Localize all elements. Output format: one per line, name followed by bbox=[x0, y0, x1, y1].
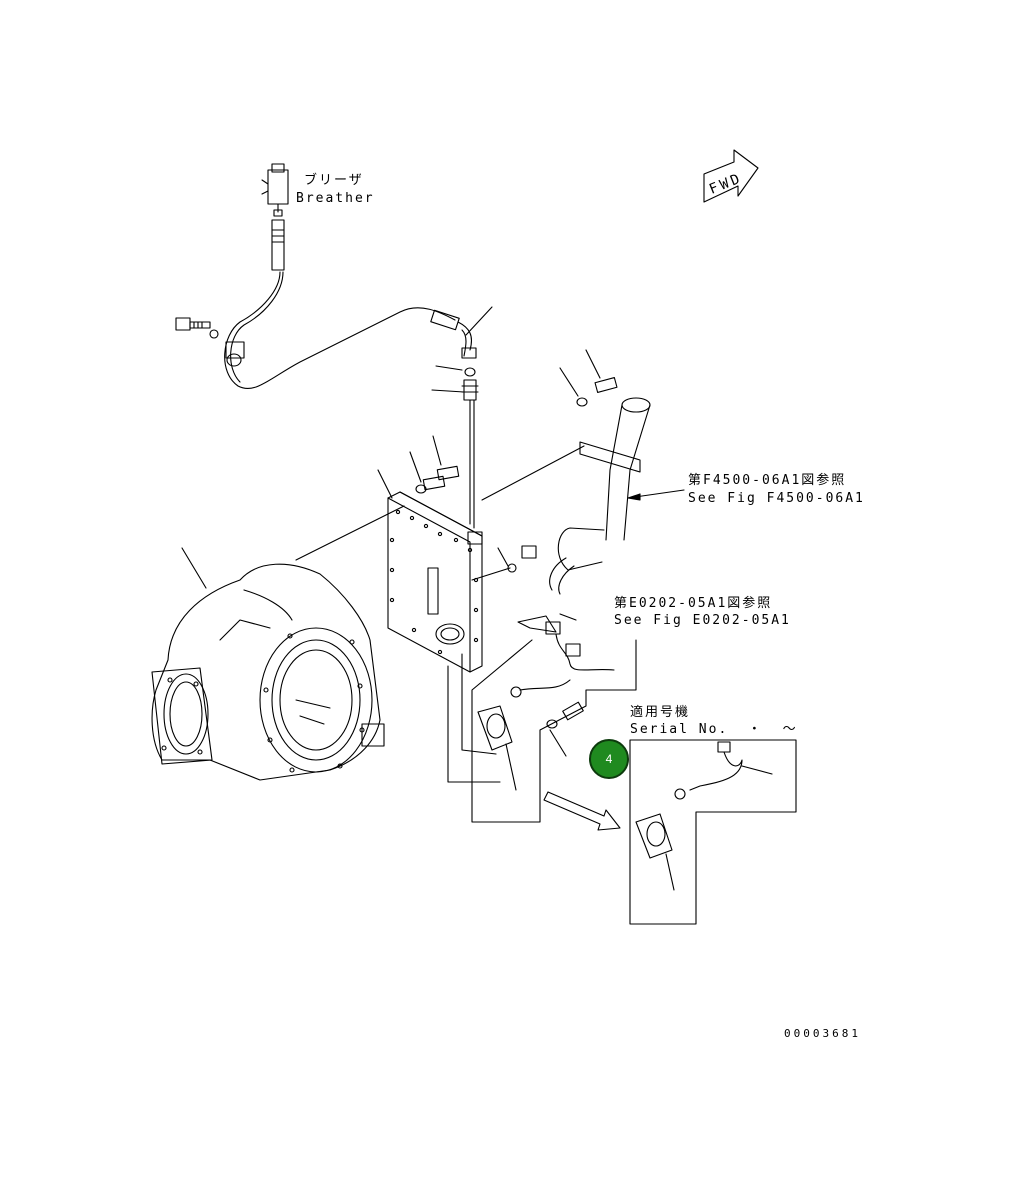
filler-tube-icon bbox=[482, 398, 650, 594]
breather-label-en: Breather bbox=[296, 191, 375, 206]
ref-e0202-jp: 第E0202-05A1図参照 bbox=[614, 596, 773, 611]
bolt-icon bbox=[560, 350, 617, 406]
bolt-icon bbox=[547, 702, 583, 756]
plug-icon bbox=[498, 546, 536, 572]
sensor-wire-icon bbox=[511, 614, 614, 697]
cover-plate-icon bbox=[378, 470, 482, 672]
breather-fitting-icon bbox=[272, 220, 284, 270]
o-ring-icon bbox=[465, 368, 475, 376]
ref-f4500-en: See Fig F4500-06A1 bbox=[688, 491, 865, 506]
bolt-icon bbox=[410, 436, 459, 493]
serial-label-en: Serial No. ・ ～ bbox=[630, 722, 798, 737]
sensor-bracket-icon bbox=[478, 706, 516, 790]
connector-icon bbox=[432, 380, 478, 400]
bolt-icon bbox=[176, 318, 218, 338]
serial-sensor-icon bbox=[636, 742, 772, 890]
arrow-icon bbox=[544, 792, 620, 830]
elbow-fitting-icon bbox=[431, 307, 492, 358]
drawing-number: 00003681 bbox=[784, 1027, 861, 1040]
serial-box bbox=[630, 740, 796, 924]
breather-icon bbox=[262, 164, 288, 216]
subassembly-frame bbox=[472, 640, 636, 822]
callout-badge[interactable]: 4 bbox=[589, 739, 629, 779]
clamp-icon bbox=[226, 342, 244, 366]
breather-label-jp: ブリーザ bbox=[304, 173, 364, 188]
ref-e0202-en: See Fig E0202-05A1 bbox=[614, 613, 791, 628]
fwd-arrow-icon bbox=[704, 150, 758, 202]
breather-hose bbox=[225, 272, 455, 388]
ref-f4500-jp: 第F4500-06A1図参照 bbox=[688, 473, 847, 488]
serial-label-jp: 適用号機 bbox=[630, 705, 691, 720]
housing-icon bbox=[152, 506, 404, 780]
